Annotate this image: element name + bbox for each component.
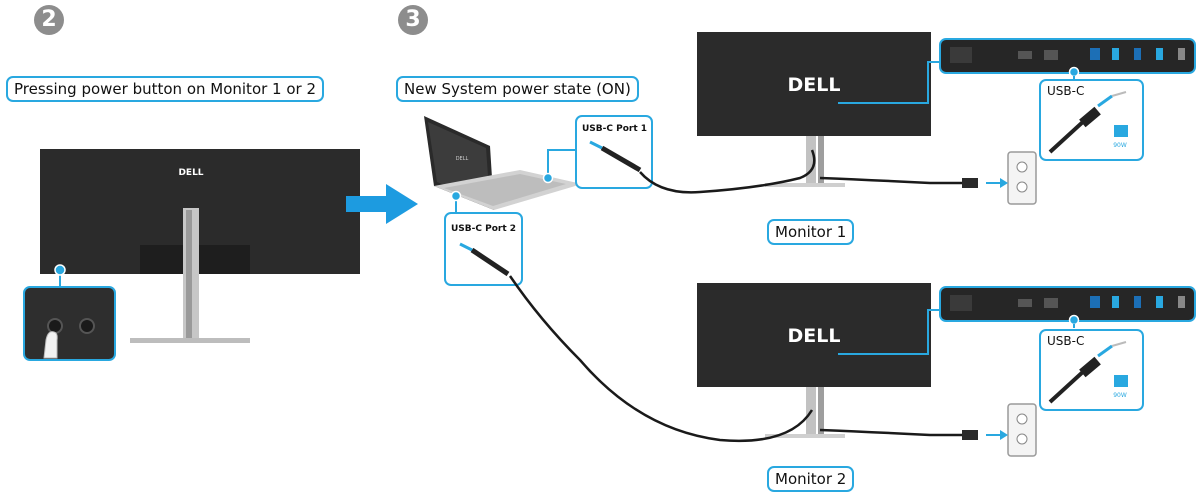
finger-icon [43,331,58,359]
usbc-label-monitor-2: USB-C [1047,334,1084,348]
monitor-1-dell-logo: DELL [788,74,841,96]
monitor-2-usbc-callout: 90W USB-C [1039,329,1144,411]
usb-c-port-1-callout: USB-C Port 1 [542,115,653,189]
monitor-2-dell-logo: DELL [788,325,841,347]
usb-c-port-2-callout: USB-C Port 2 [444,190,523,286]
joystick-icon [79,318,95,334]
monitor-1: DELL [697,32,931,187]
wall-outlet-1-icon [962,151,1037,205]
svg-text:90W: 90W [1113,142,1127,149]
monitor-back-dell-logo: DELL [178,168,203,178]
laptop-icon: DELL [424,116,582,210]
caption-monitor-1: Monitor 1 [767,219,855,245]
usb-c-port-1-label: USB-C Port 1 [582,124,647,134]
usbc-label-monitor-1: USB-C [1047,84,1084,98]
step-2-number: 2 [34,5,64,35]
displayport-icon [1114,375,1128,387]
power-button-callout [23,264,116,361]
usb-c-port-2-label: USB-C Port 2 [451,224,516,234]
monitor-1-port-panel [838,38,1196,104]
monitor-2: DELL [697,283,931,438]
caption-new-power-state: New System power state (ON) [396,76,639,102]
svg-text:90W: 90W [1113,392,1127,399]
caption-pressing-power: Pressing power button on Monitor 1 or 2 [6,76,325,102]
caption-monitor-2: Monitor 2 [767,466,855,492]
step-3-number: 3 [398,5,428,35]
transition-arrow-icon [346,184,418,224]
monitor-2-port-panel [838,286,1196,355]
cables [508,149,962,443]
monitor-back-view: DELL [40,149,360,343]
wall-outlet-2-icon [962,403,1037,457]
laptop-dell-logo: DELL [456,156,469,162]
displayport-icon [1114,125,1128,137]
monitor-1-usbc-callout: 90W USB-C [1039,79,1144,161]
power-button-icon [47,318,63,334]
